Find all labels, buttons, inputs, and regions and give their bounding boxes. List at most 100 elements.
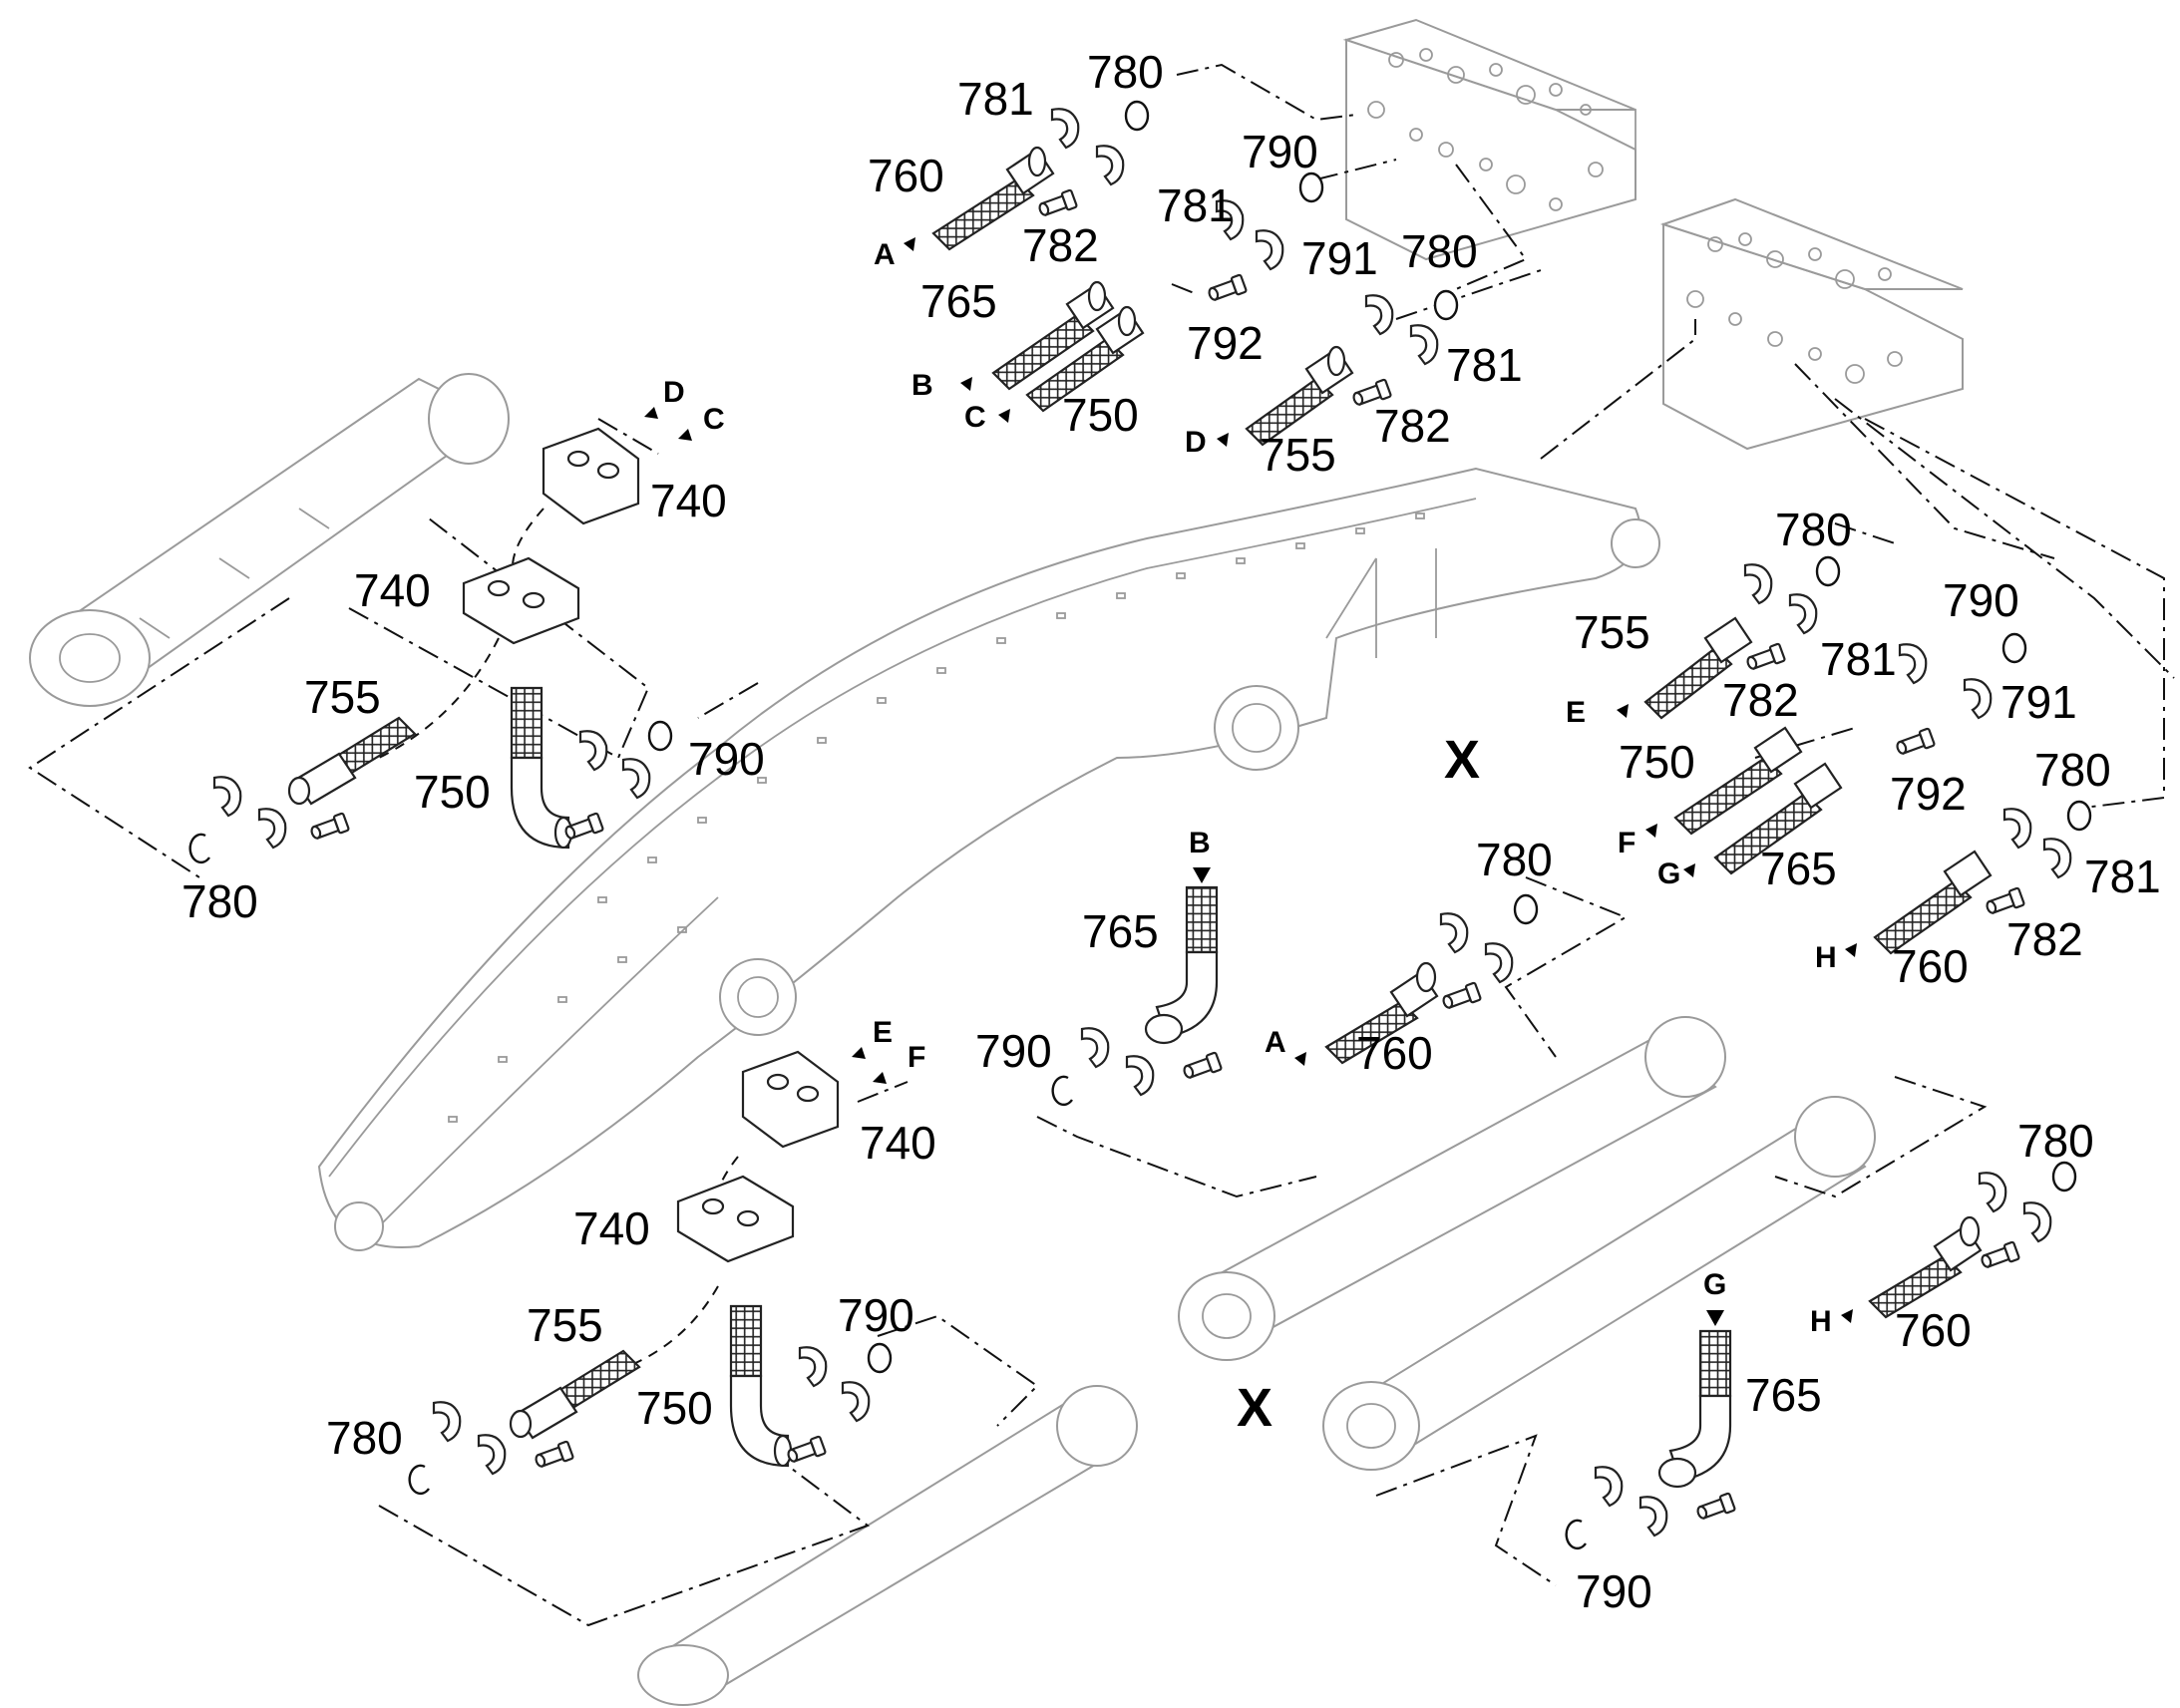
callout-765: 765 bbox=[920, 275, 997, 327]
connector-g: G bbox=[1657, 857, 1680, 890]
clamp-781i-icon bbox=[2002, 808, 2032, 850]
connector-e: E bbox=[873, 1016, 893, 1049]
clamp-781a-icon bbox=[1050, 108, 1080, 150]
callout-781: 781 bbox=[1157, 179, 1234, 231]
clamp-740-upper bbox=[542, 427, 640, 525]
cylinder-upper-left bbox=[29, 373, 510, 707]
oring-790a-icon bbox=[1298, 171, 1324, 203]
oring-790e-icon bbox=[867, 1342, 893, 1374]
clamp-740-mid-lower bbox=[676, 1175, 795, 1263]
clamp-mid-d-icon bbox=[841, 1381, 871, 1423]
bolt-lr2-icon bbox=[1978, 1240, 2021, 1272]
hose-750-left bbox=[510, 686, 573, 850]
connector-e: E bbox=[1566, 696, 1586, 729]
hose-765-lower bbox=[1657, 1329, 1732, 1489]
connector-arrows bbox=[644, 237, 1857, 1326]
clamp-781e-icon bbox=[1409, 324, 1439, 366]
connector-h: H bbox=[1810, 1305, 1832, 1338]
callout-755: 755 bbox=[304, 671, 381, 723]
clamp-lr-a-icon bbox=[1594, 1466, 1624, 1508]
callout-740: 740 bbox=[650, 475, 727, 526]
oring-780c-icon bbox=[1815, 555, 1841, 587]
oring-780g-icon bbox=[408, 1464, 431, 1496]
clamp-781m-icon bbox=[578, 730, 608, 772]
callout-755: 755 bbox=[1574, 606, 1650, 658]
hose-760-lower bbox=[1868, 1215, 1983, 1319]
oring-790f-icon bbox=[1565, 1519, 1588, 1550]
part-callouts: 780 781 760 781 782 790 791 780 765 792 … bbox=[182, 46, 2161, 1617]
connector-b: B bbox=[1189, 827, 1211, 859]
callout-780: 780 bbox=[2017, 1115, 2094, 1167]
cylinder-bottom bbox=[637, 1385, 1138, 1706]
view-marker-x: X bbox=[1444, 730, 1480, 790]
bolt-lr-icon bbox=[1693, 1492, 1737, 1524]
cylinder-lower-right bbox=[1322, 1096, 1876, 1471]
boom-arm bbox=[317, 467, 1660, 1251]
bolt-mid-a-icon bbox=[532, 1440, 575, 1472]
connector-h: H bbox=[1815, 941, 1837, 974]
hose-750-top bbox=[1025, 305, 1145, 413]
clamp-791b-icon bbox=[1963, 678, 1993, 720]
callout-790: 790 bbox=[838, 1289, 914, 1341]
callout-760: 760 bbox=[1356, 1027, 1433, 1079]
callout-760: 760 bbox=[868, 150, 944, 201]
callout-782: 782 bbox=[1022, 219, 1099, 271]
clamp-mid-c-icon bbox=[798, 1346, 828, 1388]
clamp-781g-icon bbox=[1788, 593, 1818, 635]
callout-790: 790 bbox=[975, 1025, 1052, 1077]
oring-780d-icon bbox=[2066, 800, 2092, 832]
oring-780h-icon bbox=[2051, 1161, 2077, 1193]
clamp-lr-c-icon bbox=[1978, 1172, 2007, 1213]
hose-760-top bbox=[931, 146, 1055, 251]
callout-791: 791 bbox=[2000, 676, 2077, 728]
callout-780: 780 bbox=[326, 1412, 403, 1464]
clamp-cr-a-icon bbox=[1439, 912, 1469, 954]
cylinder-middle-right bbox=[1178, 1016, 1726, 1361]
callout-781: 781 bbox=[2084, 851, 2161, 902]
bolt-cr-icon bbox=[1439, 981, 1483, 1013]
callout-781: 781 bbox=[957, 73, 1034, 125]
clamp-781b-icon bbox=[1095, 145, 1125, 186]
clamp-781h-icon bbox=[1898, 643, 1928, 685]
hose-750-right bbox=[1673, 726, 1803, 836]
bolt-792a-icon bbox=[1205, 273, 1249, 305]
callout-765: 765 bbox=[1760, 843, 1837, 894]
clamp-lr-b-icon bbox=[1638, 1496, 1668, 1537]
hose-765-right bbox=[1713, 762, 1843, 875]
clamp-740-mid-upper bbox=[741, 1050, 840, 1149]
callout-790: 790 bbox=[1943, 574, 2019, 626]
hose-750-mid bbox=[729, 1304, 793, 1468]
callout-790: 790 bbox=[688, 733, 765, 785]
hose-765-top bbox=[991, 280, 1115, 391]
callout-755: 755 bbox=[527, 1299, 603, 1351]
clamp-781n-icon bbox=[621, 758, 651, 800]
callout-780: 780 bbox=[1401, 225, 1478, 277]
callout-792: 792 bbox=[1187, 317, 1264, 369]
callout-790: 790 bbox=[1576, 1565, 1652, 1617]
callout-765: 765 bbox=[1745, 1369, 1822, 1421]
hose-765-center bbox=[1144, 885, 1219, 1045]
callout-782: 782 bbox=[2006, 913, 2083, 965]
connector-g: G bbox=[1703, 1268, 1726, 1301]
hose-760-center bbox=[1324, 961, 1439, 1065]
hose-755-right bbox=[1643, 616, 1753, 720]
connector-c: C bbox=[964, 401, 986, 434]
connector-d: D bbox=[1185, 426, 1207, 459]
clamp-lr-d-icon bbox=[2022, 1201, 2052, 1243]
connector-d: D bbox=[663, 376, 685, 409]
callout-750: 750 bbox=[1619, 736, 1695, 788]
bolt-center-icon bbox=[1180, 1051, 1224, 1083]
connector-letters: A B C D D C E F G H B A E F G H bbox=[663, 238, 1837, 1338]
bolt-782c-icon bbox=[1743, 642, 1787, 674]
callout-781: 781 bbox=[1446, 339, 1523, 391]
callout-750: 750 bbox=[636, 1382, 713, 1434]
callout-760: 760 bbox=[1895, 1304, 1972, 1356]
bolt-782a-icon bbox=[1035, 188, 1079, 220]
callout-740: 740 bbox=[860, 1117, 936, 1169]
clamp-791a-icon bbox=[1255, 229, 1284, 271]
connector-c: C bbox=[703, 403, 725, 436]
callout-782: 782 bbox=[1722, 674, 1799, 726]
oring-780e-icon bbox=[188, 833, 211, 864]
callout-790: 790 bbox=[1242, 126, 1318, 177]
